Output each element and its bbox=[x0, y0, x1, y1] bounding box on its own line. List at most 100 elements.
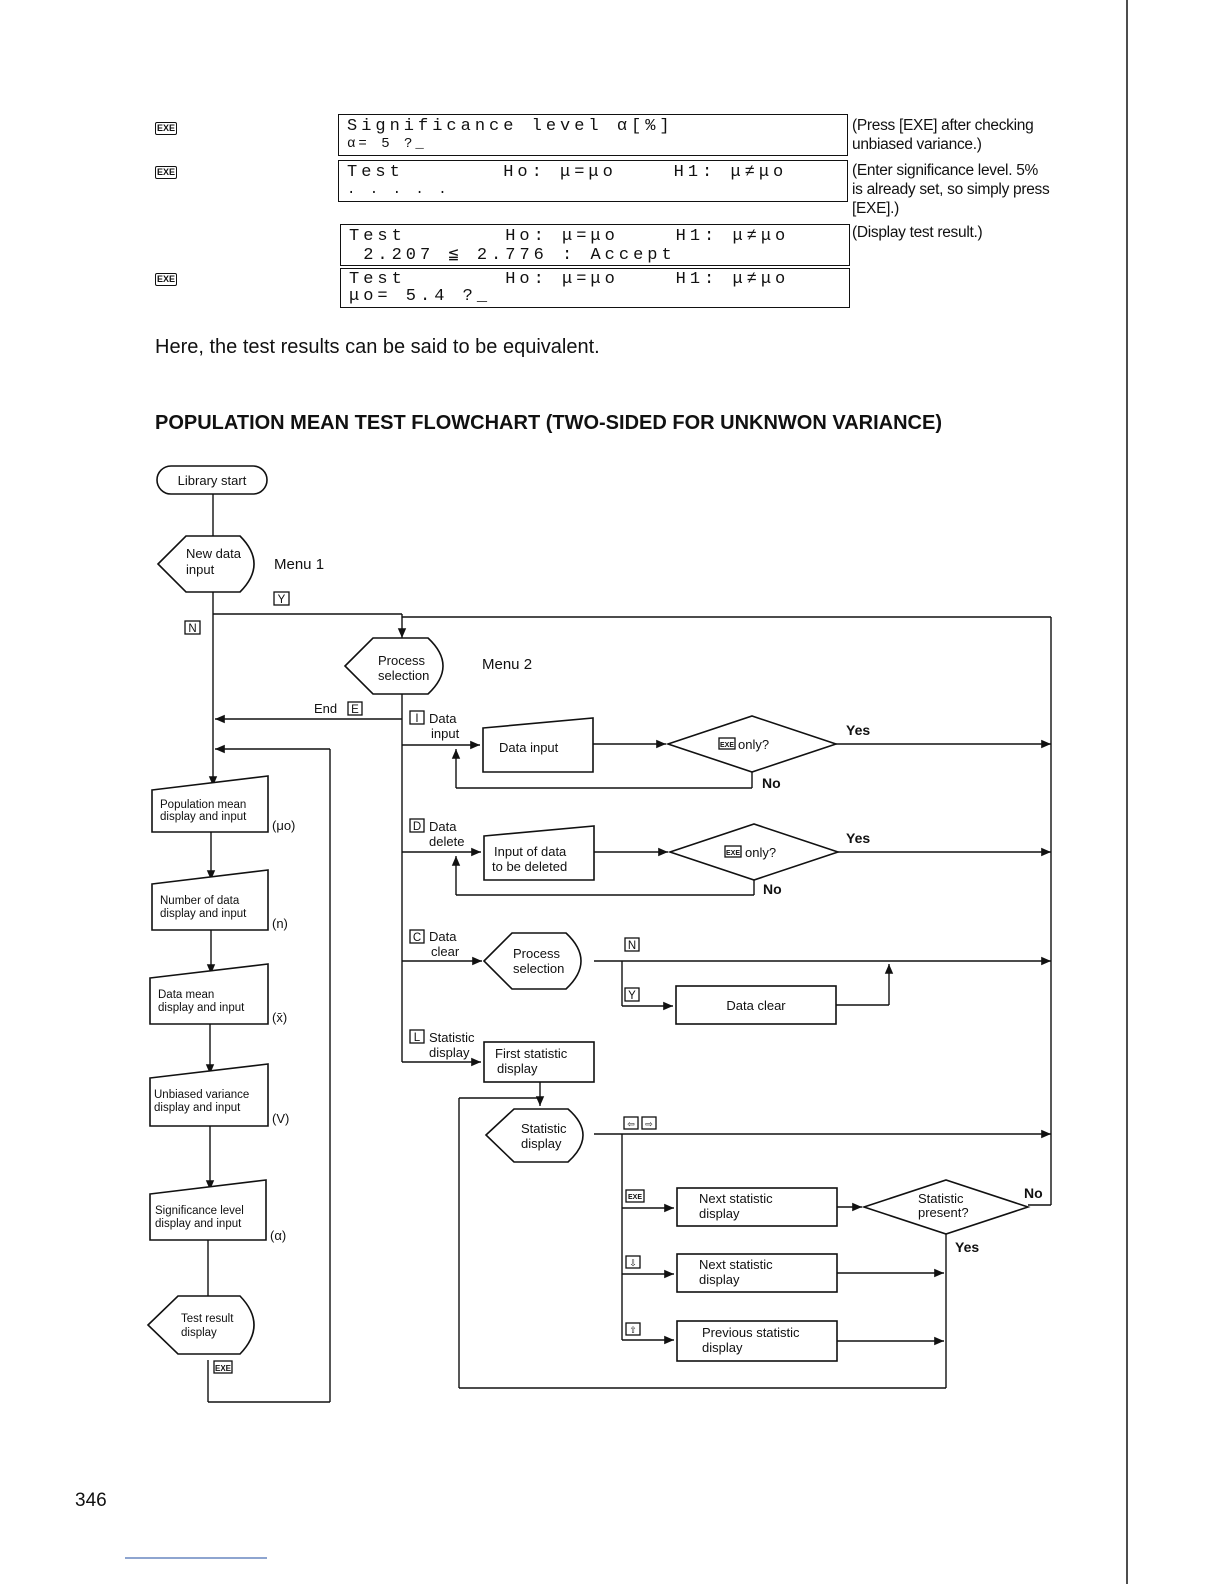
l-key: L bbox=[414, 1032, 421, 1044]
right-arrow-key: ⇨ bbox=[645, 1119, 653, 1129]
lcd-line: 2.207 ≦ 2.776 : Accept bbox=[349, 246, 676, 265]
menu1-label: Menu 1 bbox=[274, 556, 324, 573]
e-key: E bbox=[351, 704, 359, 716]
process-selection-label: Process bbox=[378, 653, 425, 668]
svg-text:display and input: display and input bbox=[160, 908, 247, 920]
library-start-terminator bbox=[156, 465, 268, 495]
left-box-unbiased-variance: Unbiased variance display and input (V) bbox=[149, 1063, 289, 1127]
left-box-population-mean: Population mean display and input (μo) bbox=[151, 775, 295, 833]
i-key: I bbox=[415, 713, 418, 725]
svg-text:Significance level: Significance level bbox=[155, 1205, 244, 1217]
svg-text:Data mean: Data mean bbox=[158, 989, 214, 1001]
branch-label: Data bbox=[429, 711, 457, 726]
next-statistic-label: display bbox=[699, 1272, 740, 1287]
no-label: No bbox=[762, 775, 781, 791]
note-1: (Press [EXE] after checking unbiased var… bbox=[852, 117, 1034, 153]
next-statistic-box-2 bbox=[676, 1253, 838, 1293]
test-result-display-label: Test result bbox=[181, 1313, 234, 1325]
process-selection-shape bbox=[343, 637, 444, 695]
exe-key: EXE bbox=[720, 742, 734, 749]
exe-key: EXE bbox=[155, 273, 178, 286]
data-clear-label: Data clear bbox=[726, 998, 786, 1013]
y-key: Y bbox=[278, 594, 286, 606]
library-start-label: Library start bbox=[178, 473, 247, 488]
lcd-line: Test Ho: μ=μo H1: μ≠μo bbox=[347, 163, 788, 182]
svg-text:display and input: display and input bbox=[160, 811, 247, 823]
new-data-input-label: New data bbox=[186, 546, 242, 561]
first-statistic-box bbox=[483, 1041, 595, 1083]
next-statistic-label: display bbox=[699, 1206, 740, 1221]
process-selection-label: selection bbox=[378, 668, 429, 683]
c-key: C bbox=[413, 932, 421, 944]
statistic-display-label: display bbox=[521, 1136, 562, 1151]
yes-label: Yes bbox=[846, 830, 870, 846]
flowchart-heading: POPULATION MEAN TEST FLOWCHART (TWO-SIDE… bbox=[155, 412, 942, 434]
first-statistic-label: display bbox=[497, 1061, 538, 1076]
branch-label: Data bbox=[429, 929, 457, 944]
data-clear-box bbox=[675, 985, 837, 1025]
menu2-label: Menu 2 bbox=[482, 656, 532, 673]
exe-key: EXE bbox=[155, 166, 178, 179]
next-statistic-label: Next statistic bbox=[699, 1191, 773, 1206]
branch-label: Statistic bbox=[429, 1030, 475, 1045]
y-key: Y bbox=[628, 990, 636, 1002]
branch-label: clear bbox=[431, 944, 460, 959]
yes-label: Yes bbox=[846, 722, 870, 738]
svg-text:(α): (α) bbox=[270, 1228, 286, 1243]
statistic-display-label: Statistic bbox=[521, 1121, 567, 1136]
new-data-input-label: input bbox=[186, 562, 215, 577]
svg-text:(x̄): (x̄) bbox=[272, 1010, 287, 1025]
no-label: No bbox=[1024, 1185, 1043, 1201]
svg-text:display and input: display and input bbox=[158, 1002, 245, 1014]
lcd-line: μo= 5.4 ?_ bbox=[349, 287, 492, 306]
d-key: D bbox=[413, 821, 421, 833]
exe-key: EXE bbox=[155, 122, 178, 135]
next-statistic-label: Next statistic bbox=[699, 1257, 773, 1272]
no-label: No bbox=[763, 881, 782, 897]
new-data-input-shape bbox=[156, 535, 255, 593]
note-2: (Enter significance level. 5% is already… bbox=[852, 162, 1050, 217]
test-result-display-shape bbox=[146, 1295, 255, 1355]
page-number: 346 bbox=[75, 1490, 107, 1511]
branch-label: input bbox=[431, 726, 460, 741]
previous-statistic-box bbox=[676, 1320, 838, 1362]
yes-label: Yes bbox=[955, 1239, 979, 1255]
test-result-display-label: display bbox=[181, 1327, 217, 1339]
left-arrow-key: ⇦ bbox=[627, 1119, 635, 1129]
left-box-number-of-data: Number of data display and input (n) bbox=[151, 869, 288, 931]
branch-label: display bbox=[429, 1045, 470, 1060]
previous-statistic-label: Previous statistic bbox=[702, 1325, 800, 1340]
exe-key: EXE bbox=[215, 1364, 232, 1373]
lcd-line: Test Ho: μ=μo H1: μ≠μo bbox=[349, 270, 790, 289]
lcd-line: Test Ho: μ=μo H1: μ≠μo bbox=[349, 227, 790, 246]
data-input-label: Data input bbox=[499, 740, 559, 755]
left-box-data-mean: Data mean display and input (x̄) bbox=[149, 963, 287, 1025]
input-deleted-label: Input of data bbox=[494, 844, 567, 859]
paragraph: Here, the test results can be said to be… bbox=[155, 336, 600, 358]
clear-process-selection-label: Process bbox=[513, 946, 560, 961]
svg-text:Number of data: Number of data bbox=[160, 895, 240, 907]
first-statistic-label: First statistic bbox=[495, 1046, 568, 1061]
previous-statistic-label: display bbox=[702, 1340, 743, 1355]
next-statistic-box-1 bbox=[676, 1187, 838, 1227]
left-box-significance-level: Significance level display and input (α) bbox=[149, 1179, 286, 1243]
svg-text:Unbiased variance: Unbiased variance bbox=[154, 1089, 249, 1101]
branch-label: Data bbox=[429, 819, 457, 834]
down-arrow-key: ⇩ bbox=[629, 1258, 637, 1268]
svg-text:display and input: display and input bbox=[155, 1218, 242, 1230]
branch-label: delete bbox=[429, 834, 464, 849]
input-deleted-box bbox=[483, 825, 595, 881]
data-input-box bbox=[482, 717, 594, 773]
lcd-line: Significance level α[%] bbox=[347, 117, 674, 136]
svg-text:(V): (V) bbox=[272, 1111, 289, 1126]
clear-process-selection-shape bbox=[482, 932, 582, 990]
statistic-present-label: present? bbox=[918, 1205, 969, 1220]
end-label: End bbox=[314, 701, 337, 716]
note-3: (Display test result.) bbox=[852, 224, 983, 241]
input-deleted-label: to be deleted bbox=[492, 859, 567, 874]
lcd-display-2: Test Ho: μ=μo H1: μ≠μo . . . . . bbox=[338, 160, 848, 202]
diamond-label: only? bbox=[738, 737, 769, 752]
exe-key: EXE bbox=[628, 1194, 642, 1201]
lcd-display-4: Test Ho: μ=μo H1: μ≠μo μo= 5.4 ?_ bbox=[340, 268, 850, 308]
